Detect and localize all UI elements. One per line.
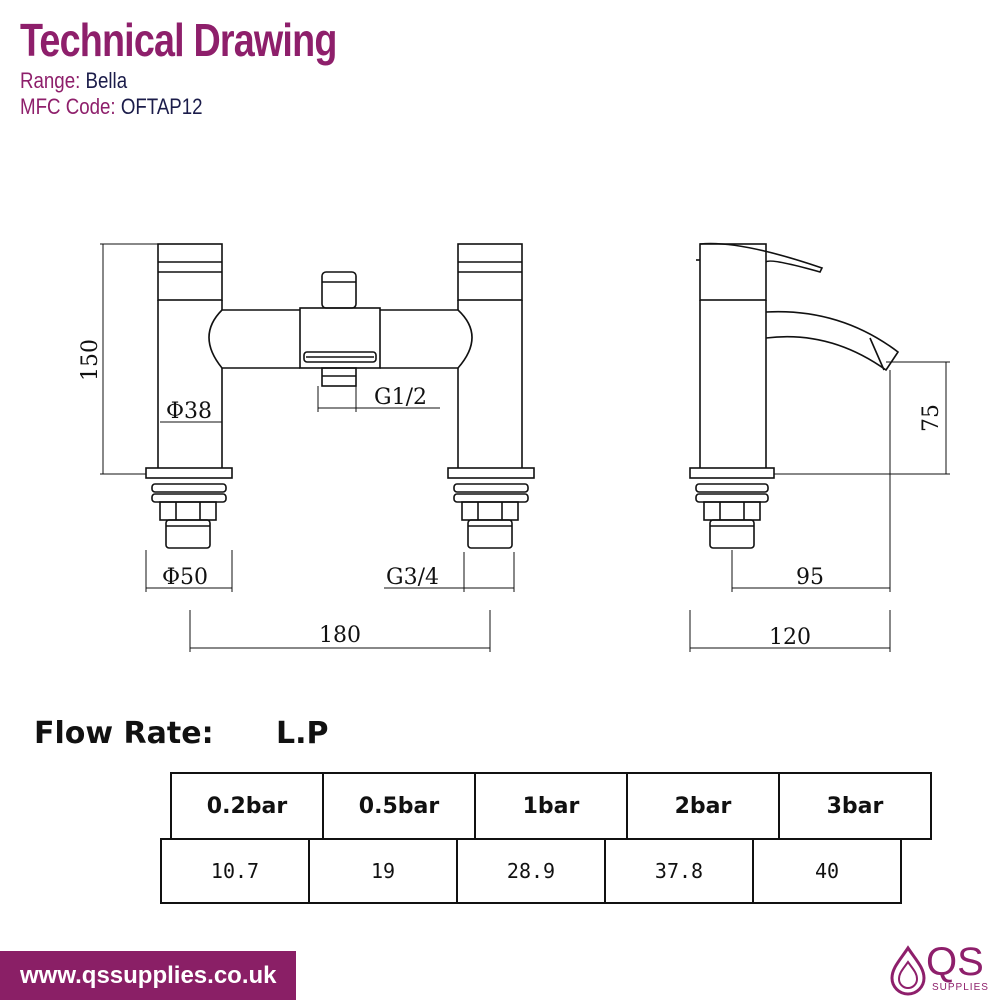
diverter-block	[299, 307, 381, 369]
flow-rate-cell: 10.7	[160, 838, 310, 904]
diverter-knob	[321, 271, 357, 309]
pressure-row: 0.2bar 0.5bar 1bar 2bar 3bar	[170, 772, 932, 840]
right-base-plate	[447, 467, 535, 479]
flow-rate-cell: 40	[752, 838, 902, 904]
dim-centres: 180	[319, 623, 361, 648]
company-logo: QS SUPPLIES	[888, 940, 996, 998]
dim-base-diameter: Φ50	[162, 565, 208, 590]
side-handle	[699, 243, 767, 301]
header: Technical Drawing Range: Bella MFC Code:…	[20, 12, 406, 120]
side-base-plate	[689, 467, 775, 479]
body-bridge	[208, 309, 473, 369]
pressure-cell: 3bar	[778, 772, 932, 840]
page-title: Technical Drawing	[20, 14, 337, 66]
flow-rate-label: Flow Rate:	[34, 716, 214, 751]
side-view	[689, 242, 900, 549]
flow-rate-cell: 37.8	[604, 838, 754, 904]
code-value: OFTAP12	[120, 94, 203, 119]
side-spout	[765, 310, 900, 372]
water-drop-icon	[890, 945, 926, 996]
logo-subtext: SUPPLIES	[932, 982, 989, 993]
flow-rate-cell: 28.9	[456, 838, 606, 904]
website-link[interactable]: www.qssupplies.co.uk	[20, 962, 277, 989]
website-bar: www.qssupplies.co.uk	[0, 951, 296, 1000]
range-line: Range: Bella	[20, 68, 348, 94]
dim-overall-depth: 120	[769, 625, 811, 650]
pressure-cell: 1bar	[474, 772, 628, 840]
left-tail	[165, 519, 211, 549]
front-dimensions	[100, 243, 515, 652]
side-nut	[703, 501, 761, 521]
code-label: MFC Code:	[20, 94, 116, 119]
dim-spout-height: 75	[919, 404, 944, 432]
right-tail	[467, 519, 513, 549]
right-nut	[461, 501, 519, 521]
code-line: MFC Code: OFTAP12	[20, 94, 348, 120]
dim-outlet-thread: G1/2	[374, 385, 427, 410]
left-nut	[159, 501, 217, 521]
flow-rate-row: 10.7 19 28.9 37.8 40	[160, 838, 902, 904]
side-tail	[709, 519, 755, 549]
flow-rate-heading: Flow Rate: L.P	[34, 716, 329, 751]
flow-rate-cell: 19	[308, 838, 458, 904]
flow-rate-table: 10.7 19 28.9 37.8 40	[160, 838, 902, 904]
pressure-type: L.P	[276, 716, 329, 751]
pressure-cell: 0.2bar	[170, 772, 324, 840]
dim-height: 150	[78, 339, 103, 381]
range-label: Range:	[20, 68, 81, 93]
logo-text: QS	[926, 940, 984, 984]
dim-spout-projection: 95	[796, 565, 824, 590]
technical-drawing: 150 Φ38 G1/2 Φ50 G3/4 180 75 95 120	[78, 242, 950, 652]
pressure-cell: 2bar	[626, 772, 780, 840]
side-dimensions	[689, 361, 950, 652]
pressure-table: 0.2bar 0.5bar 1bar 2bar 3bar	[170, 772, 932, 840]
shower-outlet	[321, 367, 357, 387]
pressure-cell: 0.5bar	[322, 772, 476, 840]
range-value: Bella	[85, 68, 128, 93]
left-base-plate	[145, 467, 233, 479]
front-view	[145, 243, 535, 549]
dim-pillar-diameter: Φ38	[166, 399, 212, 424]
dim-inlet-thread: G3/4	[386, 565, 439, 590]
